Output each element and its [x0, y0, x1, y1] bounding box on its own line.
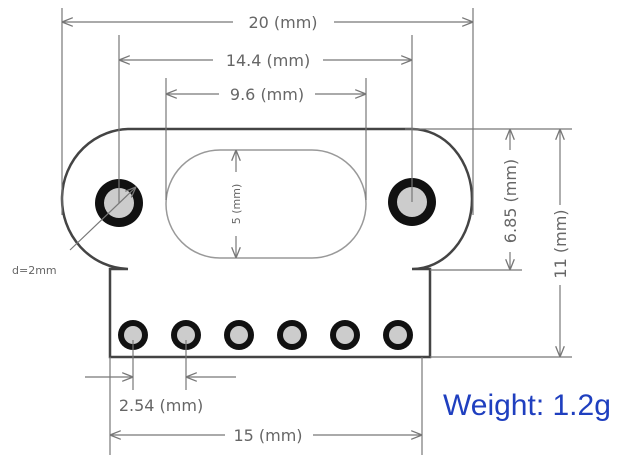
dim-label-6-85: 6.85 (mm): [501, 159, 520, 243]
dim-label-5: 5 (mm): [230, 184, 243, 225]
dim-label-pitch: 2.54 (mm): [119, 396, 203, 415]
pin-2: [171, 320, 201, 350]
dim-label-15: 15 (mm): [233, 426, 302, 445]
pin-4: [277, 320, 307, 350]
pin-6: [383, 320, 413, 350]
weight-label: Weight: 1.2g: [443, 389, 611, 422]
pin-3: [224, 320, 254, 350]
pin-5: [330, 320, 360, 350]
pin-1: [118, 320, 148, 350]
hole-diameter-label: d=2mm: [12, 264, 57, 277]
dim-label-20: 20 (mm): [248, 13, 317, 32]
pin-row: [118, 320, 413, 350]
dim-label-11: 11 (mm): [551, 209, 570, 278]
dim-label-9-6: 9.6 (mm): [230, 85, 304, 104]
center-slot: [165, 149, 367, 259]
dim-label-14-4: 14.4 (mm): [226, 51, 310, 70]
hole-diameter-leader: [69, 187, 136, 251]
